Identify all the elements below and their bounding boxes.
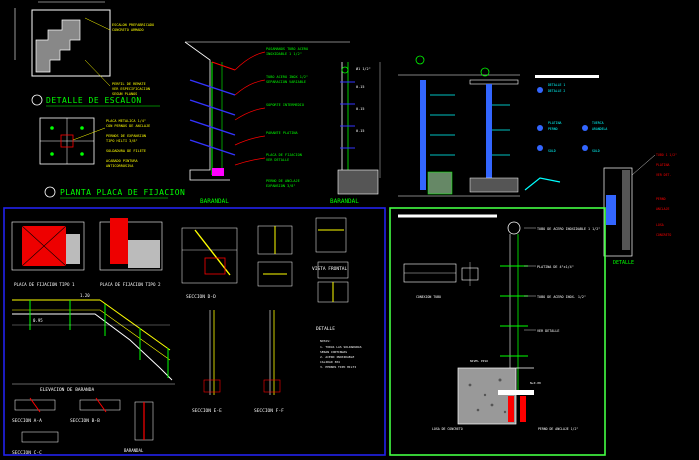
svg-text:CONCRETO ARMADO: CONCRETO ARMADO <box>112 28 144 32</box>
svg-text:ESCALON PREFABRICADO: ESCALON PREFABRICADO <box>112 23 154 27</box>
detalle-label: DETALLE <box>316 326 335 332</box>
svg-text:VER ESPECIFICACION: VER ESPECIFICACION <box>112 87 150 91</box>
svg-text:TIPO HILTI 3/8": TIPO HILTI 3/8" <box>106 139 138 143</box>
plate-plan-marker <box>44 186 56 198</box>
svg-text:ANTICORROSIVA: ANTICORROSIVA <box>106 164 134 168</box>
svg-text:PASAMANOS TUBO ACERO: PASAMANOS TUBO ACERO <box>266 47 308 51</box>
plate-2-label: PLACA DE FIJACION TIPO 2 <box>100 282 161 287</box>
svg-text:N+0.00: N+0.00 <box>530 381 541 385</box>
sections-bottom-left: SECCION A-A SECCION B-B SECCION C-C BARA… <box>12 397 154 456</box>
callout-1: TUBO DE ACERO INOXIDABLE 1 1/2" <box>537 227 600 231</box>
baranda-bottom-label: BARANDAL <box>124 448 144 453</box>
svg-text:NIVEL PISO: NIVEL PISO <box>470 359 488 363</box>
svg-text:SOLD: SOLD <box>548 149 556 153</box>
svg-text:PERNO: PERNO <box>656 197 666 201</box>
svg-text:EXPANSION 3/8": EXPANSION 3/8" <box>266 184 296 188</box>
svg-text:SEGUN PLANOS: SEGUN PLANOS <box>112 92 137 96</box>
cota-a: 1.20 <box>80 293 90 298</box>
section-ee-label: SECCION E-E <box>192 408 222 414</box>
svg-text:SEPARACION VARIABLE: SEPARACION VARIABLE <box>266 80 306 84</box>
callout-5: PERNO DE ANCLAJE 1/2" <box>538 427 578 431</box>
svg-text:Ø1 1/2": Ø1 1/2" <box>356 66 371 71</box>
frame-left <box>3 207 386 456</box>
elevation-title: ELEVACION DE BARANDA <box>40 387 94 393</box>
svg-text:PLATINA: PLATINA <box>656 163 670 167</box>
callout-2: PLATINA DE 4"x1/4" <box>537 265 574 269</box>
svg-text:PERNOS DE EXPANSION: PERNOS DE EXPANSION <box>106 134 146 138</box>
detail-column-right: VISTA FRONTAL DETALLE NOTAS: 1. TODAS LA… <box>312 217 362 369</box>
callout-4: VER DETALLE <box>537 329 559 333</box>
section-ff-label: SECCION F-F <box>254 408 284 414</box>
svg-text:PLACA METALICA 1/4": PLACA METALICA 1/4" <box>106 119 146 123</box>
fixing-plate-type-1: PLACA DE FIJACION TIPO 1 <box>11 221 85 287</box>
section-cc-label: SECCION C-C <box>12 450 42 456</box>
baranda-title-2: BARANDAL <box>330 198 359 205</box>
sections-middle: SECCION D-D SECCION E-E SECCION F-F <box>181 225 293 414</box>
svg-text:PERNO DE ANCLAJE: PERNO DE ANCLAJE <box>266 179 300 183</box>
svg-text:CONEXION TUBO: CONEXION TUBO <box>416 295 441 299</box>
section-bb-label: SECCION B-B <box>70 418 100 424</box>
svg-text:PERFIL DE REMATE: PERFIL DE REMATE <box>112 82 146 86</box>
svg-text:ANCLAJE: ANCLAJE <box>656 207 670 211</box>
cota-b: 0.95 <box>33 318 43 323</box>
far-right-title: DETALLE <box>613 260 634 266</box>
svg-text:0.15: 0.15 <box>356 107 364 111</box>
svg-text:TUBO 1 1/2": TUBO 1 1/2" <box>656 153 677 157</box>
svg-text:PLACA DE FIJACION: PLACA DE FIJACION <box>266 153 302 157</box>
svg-text:SOLD: SOLD <box>592 149 600 153</box>
svg-text:DETALLE 1: DETALLE 1 <box>548 83 565 87</box>
fixing-plate-plan: PLACA METALICA 1/4" CON PERNOS DE ANCLAJ… <box>39 117 185 199</box>
stair-railing-elevation: ELEVACION DE BARANDA 1.20 0.95 <box>12 293 175 393</box>
svg-text:NOTAS:: NOTAS: <box>320 339 331 343</box>
stair-detail-marker <box>31 94 43 106</box>
svg-text:2. ACERO INOXIDABLE: 2. ACERO INOXIDABLE <box>320 355 355 359</box>
section-aa-label: SECCION A-A <box>12 418 42 424</box>
svg-text:TUERCA: TUERCA <box>592 121 604 125</box>
svg-text:SOLDADURA DE FILETE: SOLDADURA DE FILETE <box>106 149 146 153</box>
fixing-plate-type-2: PLACA DE FIJACION TIPO 2 <box>99 218 163 287</box>
svg-text:CALIDAD 304: CALIDAD 304 <box>320 360 340 364</box>
svg-text:1. TODAS LAS SOLDADURAS: 1. TODAS LAS SOLDADURAS <box>320 345 362 349</box>
column-details: DETALLE 1 DETALLE 2 PLATINA PERNO TUERCA AR… <box>398 55 677 266</box>
svg-text:PARANTE PLATINA: PARANTE PLATINA <box>266 131 299 135</box>
railing-section-detail: TUBO DE ACERO INOXIDABLE 1 1/2" PLATINA … <box>398 214 600 431</box>
plate-1-label: PLACA DE FIJACION TIPO 1 <box>14 282 75 287</box>
stair-step-detail: ESCALON PREFABRICADO CONCRETO ARMADO PER… <box>14 1 160 107</box>
svg-text:SOPORTE INTERMEDIO: SOPORTE INTERMEDIO <box>266 103 304 107</box>
callout-3: TUBO DE ACERO INOX. 1/2" <box>537 295 586 299</box>
section-dd-label: SECCION D-D <box>186 294 216 300</box>
svg-text:ARANDELA: ARANDELA <box>592 127 607 131</box>
svg-text:3. PERNOS TIPO HILTI: 3. PERNOS TIPO HILTI <box>320 365 356 369</box>
svg-text:VER DET.: VER DET. <box>656 173 671 177</box>
svg-text:CONCRETO: CONCRETO <box>656 233 671 237</box>
svg-text:LOSA: LOSA <box>656 223 664 227</box>
svg-text:TUBO ACERO INOX 1/2": TUBO ACERO INOX 1/2" <box>266 75 308 79</box>
railing-elevation-view: PASAMANOS TUBO ACERO INOXIDABLE 1 1/2" T… <box>184 41 381 205</box>
svg-text:CON PERNOS DE ANCLAJE: CON PERNOS DE ANCLAJE <box>106 124 150 128</box>
svg-text:PLATINA: PLATINA <box>548 121 562 125</box>
stair-detail-title: DETALLE DE ESCALON <box>46 96 142 105</box>
svg-text:PERNO: PERNO <box>548 127 558 131</box>
plate-plan-title: PLANTA PLACA DE FIJACION <box>60 188 185 197</box>
svg-text:INOXIDABLE 1 1/2": INOXIDABLE 1 1/2" <box>266 52 302 56</box>
svg-text:SERAN CONTINUAS: SERAN CONTINUAS <box>320 350 347 354</box>
svg-text:ACABADO PINTURA: ACABADO PINTURA <box>106 159 139 163</box>
svg-text:0.15: 0.15 <box>356 85 364 89</box>
svg-text:VER DETALLE: VER DETALLE <box>266 158 289 162</box>
svg-text:DETALLE 2: DETALLE 2 <box>548 89 565 93</box>
baranda-title-1: BARANDAL <box>200 198 229 205</box>
vista-frontal-label: VISTA FRONTAL <box>312 266 348 272</box>
frame-right <box>389 207 606 456</box>
callout-6: LOSA DE CONCRETO <box>432 427 463 431</box>
svg-text:0.15: 0.15 <box>356 129 364 133</box>
